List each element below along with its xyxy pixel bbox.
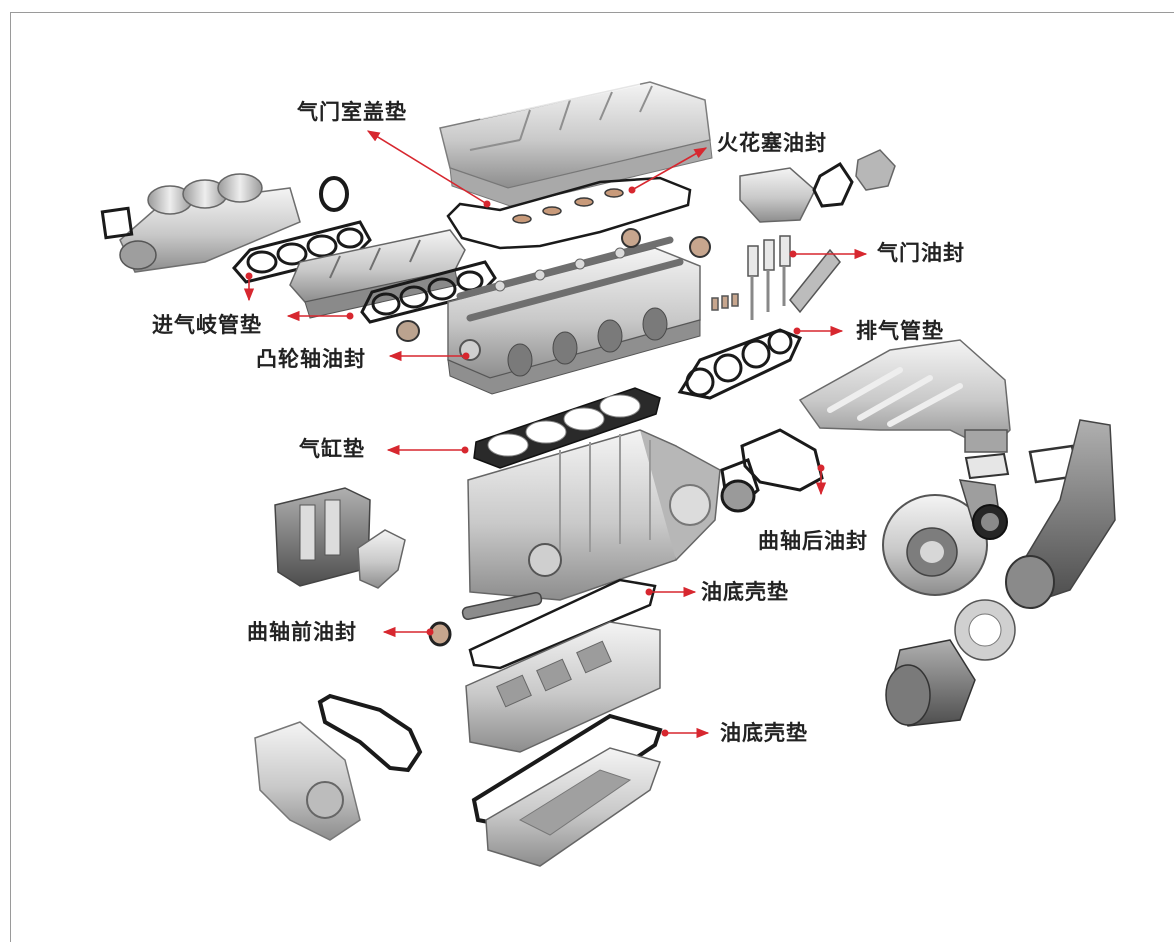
exhaust-cylinder	[885, 639, 976, 727]
intake-plenum	[119, 173, 301, 273]
valve-cover	[439, 81, 713, 207]
front-crank-seal-shape	[428, 621, 452, 647]
label-oil-pan-gasket-upper: 油底壳垫	[701, 580, 789, 604]
water-outlet-plate	[855, 149, 896, 191]
label-intake-manifold-gasket: 进气岐管垫	[152, 313, 262, 337]
valve-cover-gasket-shape	[446, 176, 692, 250]
lower-oil-pan	[485, 747, 661, 867]
valves	[711, 235, 841, 320]
label-head-gasket: 气缸垫	[299, 437, 365, 461]
exhaust-flange-gasket-shape	[954, 599, 1016, 661]
image-frame	[10, 12, 1174, 942]
label-camshaft-seal: 凸轮轴油封	[256, 347, 366, 371]
cam-seal-small-shape	[396, 320, 420, 342]
label-front-crank-seal: 曲轴前油封	[247, 620, 357, 644]
label-valve-cover-gasket: 气门室盖垫	[297, 100, 407, 124]
label-valve-stem-seal: 气门油封	[877, 241, 965, 265]
thermostat-gasket-shape	[812, 161, 854, 208]
downpipe	[1005, 419, 1116, 609]
exhaust-manifold	[798, 339, 1011, 453]
oil-pan-gasket-upper-shape	[468, 578, 657, 670]
label-spark-plug-seal: 火花塞油封	[717, 131, 827, 155]
head-gasket-shape	[473, 387, 661, 469]
label-exhaust-manifold-gasket: 排气管垫	[856, 319, 944, 343]
oil-pan-gasket-lower-shape	[471, 713, 663, 833]
turbo-gasket-square-shape	[964, 452, 1010, 480]
timing-cover-gasket-shape	[317, 693, 423, 773]
intake-o-ring-shape	[319, 176, 349, 212]
turbocharger	[882, 479, 1008, 596]
spark-plug-seals	[512, 188, 624, 224]
rear-main-seal-housing	[720, 428, 824, 513]
bracket	[357, 529, 406, 589]
engine-block	[461, 429, 721, 621]
thermostat-housing	[739, 167, 816, 223]
cylinder-head	[447, 236, 701, 395]
exhaust-manifold-gasket-shape	[677, 328, 803, 400]
cam-seal-1-shape	[621, 228, 641, 248]
label-oil-pan-gasket-lower: 油底壳垫	[720, 721, 808, 745]
cam-seal-2-shape	[689, 236, 711, 258]
upper-oil-pan	[465, 621, 661, 753]
leader-lines	[243, 130, 868, 739]
intake-manifold-gasket-shape	[232, 220, 372, 284]
timing-cover	[254, 721, 361, 841]
throttle-gasket-shape	[100, 206, 134, 240]
label-rear-crank-seal: 曲轴后油封	[758, 529, 868, 553]
oil-filter-housing	[274, 487, 371, 587]
